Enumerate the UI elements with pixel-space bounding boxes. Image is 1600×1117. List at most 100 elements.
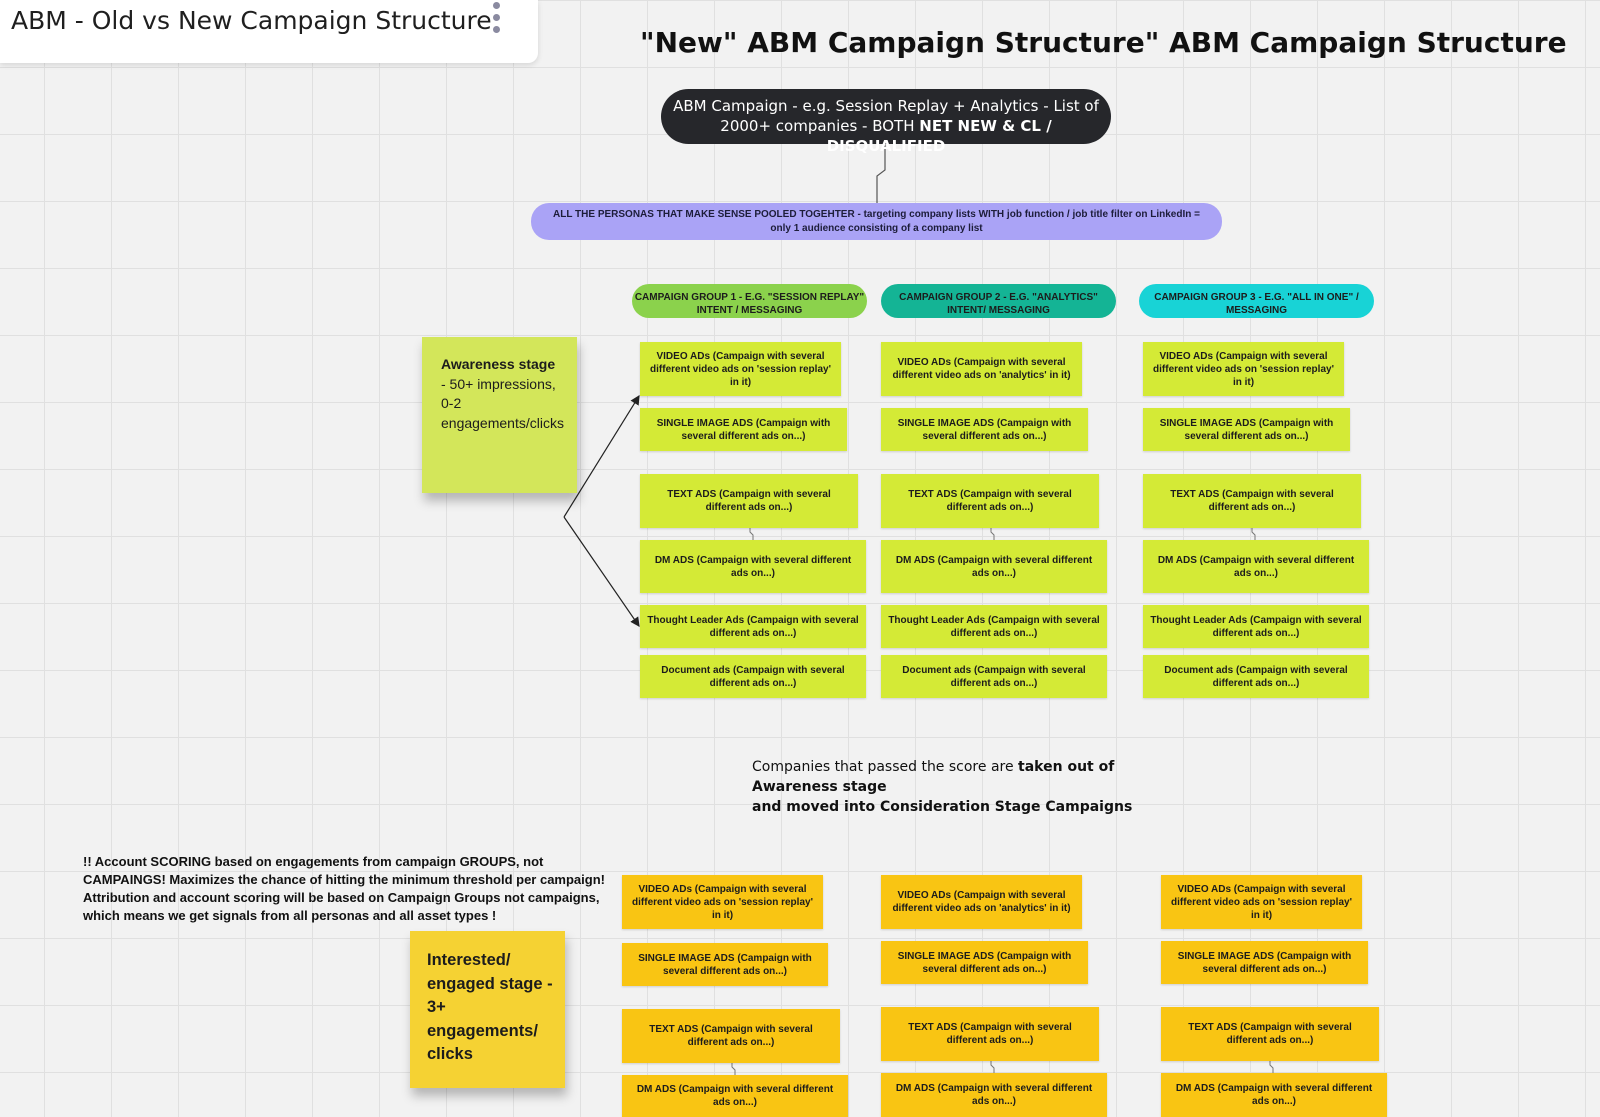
card-text: Thought Leader Ads (Campaign with severa… (888, 614, 1100, 639)
card-text: SINGLE IMAGE ADS (Campaign with several … (656, 417, 831, 442)
arrow-to-video-ads (563, 394, 640, 518)
card-text: TEXT ADS (Campaign with several differen… (667, 489, 831, 513)
awareness-stage-detail: - 50+ impressions, 0-2 engagements/click… (441, 375, 564, 431)
awareness-g2-text-ads-card[interactable]: TEXT ADS (Campaign with several differen… (881, 474, 1099, 528)
board-name[interactable]: ABM - Old vs New Campaign Structure (11, 6, 492, 35)
card-text: VIDEO ADs (Campaign with several differe… (892, 890, 1071, 914)
interested-g3-single-image-ads-card[interactable]: SINGLE IMAGE ADS (Campaign with several … (1161, 941, 1368, 984)
card-text: SINGLE IMAGE ADS (Campaign with several … (1177, 950, 1352, 975)
connector-text-to-dm-2 (990, 528, 995, 540)
connector-text-to-dm-3 (1251, 528, 1256, 540)
card-text: DM ADS (Campaign with several different … (1175, 1083, 1373, 1107)
awareness-g1-document-ads-card[interactable]: Document ads (Campaign with several diff… (640, 655, 866, 698)
card-text: VIDEO ADs (Campaign with several differe… (1171, 883, 1352, 921)
card-text: TEXT ADS (Campaign with several differen… (1170, 489, 1334, 513)
awareness-stage-title: Awareness stage (441, 356, 556, 372)
connector-int-text-to-dm-3 (1269, 1061, 1274, 1073)
abm-campaign-line2-bold: NET NEW & CL / DISQUALIFIED (826, 117, 1052, 155)
awareness-g1-video-ads-card[interactable]: VIDEO ADs (Campaign with several differe… (640, 342, 841, 396)
campaign-group-2-label: CAMPAIGN GROUP 2 - E.G. "ANALYTICS" INTE… (899, 292, 1098, 316)
card-text: TEXT ADS (Campaign with several differen… (1188, 1022, 1352, 1046)
connector-int-text-to-dm-1 (731, 1063, 736, 1075)
card-text: SINGLE IMAGE ADS (Campaign with several … (897, 950, 1072, 975)
card-text: DM ADS (Campaign with several different … (895, 1083, 1093, 1107)
awareness-g3-dm-ads-card[interactable]: DM ADS (Campaign with several different … (1143, 540, 1369, 593)
card-text: VIDEO ADs (Campaign with several differe… (632, 883, 813, 921)
abm-campaign-line2-plain: 2000+ companies - BOTH (720, 117, 920, 135)
awareness-g3-thought-leader-ads-card[interactable]: Thought Leader Ads (Campaign with severa… (1143, 605, 1369, 648)
interested-g1-dm-ads-card[interactable]: DM ADS (Campaign with several different … (622, 1075, 848, 1117)
interested-g2-text-ads-card[interactable]: TEXT ADS (Campaign with several differen… (881, 1007, 1099, 1061)
card-text: SINGLE IMAGE ADS (Campaign with several … (638, 952, 812, 977)
interested-g1-video-ads-card[interactable]: VIDEO ADs (Campaign with several differe… (622, 875, 823, 929)
card-text: DM ADS (Campaign with several different … (636, 1084, 834, 1108)
abm-campaign-line1: ABM Campaign - e.g. Session Replay + Ana… (673, 97, 1099, 115)
card-text: Document ads (Campaign with several diff… (1164, 664, 1348, 689)
card-text: TEXT ADS (Campaign with several differen… (908, 489, 1072, 513)
card-text: SINGLE IMAGE ADS (Campaign with several … (1159, 417, 1334, 442)
card-text: TEXT ADS (Campaign with several differen… (908, 1022, 1072, 1046)
interested-stage-sticky[interactable]: Interested/ engaged stage - 3+ engagemen… (410, 931, 565, 1088)
scoring-note-line: !! Account SCORING based on engagements … (83, 854, 544, 869)
arrow-to-thought-leader-ads (563, 516, 640, 627)
awareness-g2-video-ads-card[interactable]: VIDEO ADs (Campaign with several differe… (881, 342, 1082, 396)
campaign-group-1-header[interactable]: CAMPAIGN GROUP 1 - E.G. "SESSION REPLAY"… (632, 284, 867, 318)
card-text: TEXT ADS (Campaign with several differen… (649, 1024, 813, 1048)
interested-g3-dm-ads-card[interactable]: DM ADS (Campaign with several different … (1161, 1073, 1387, 1117)
awareness-g3-video-ads-card[interactable]: VIDEO ADs (Campaign with several differe… (1143, 342, 1344, 396)
personas-line2: only 1 audience consisting of a company … (770, 223, 983, 234)
interested-g2-dm-ads-card[interactable]: DM ADS (Campaign with several different … (881, 1073, 1107, 1117)
personas-line1: ALL THE PERSONAS THAT MAKE SENSE POOLED … (553, 209, 1200, 220)
awareness-g1-text-ads-card[interactable]: TEXT ADS (Campaign with several differen… (640, 474, 858, 528)
moved-note-plain: Companies that passed the score are (752, 759, 1019, 775)
campaign-group-3-label: CAMPAIGN GROUP 3 - E.G. "ALL IN ONE" / M… (1154, 292, 1359, 316)
awareness-g1-dm-ads-card[interactable]: DM ADS (Campaign with several different … (640, 540, 866, 593)
interested-g2-video-ads-card[interactable]: VIDEO ADs (Campaign with several differe… (881, 875, 1082, 929)
awareness-g3-single-image-ads-card[interactable]: SINGLE IMAGE ADS (Campaign with several … (1143, 408, 1350, 451)
card-text: DM ADS (Campaign with several different … (895, 554, 1093, 579)
interested-g1-text-ads-card[interactable]: TEXT ADS (Campaign with several differen… (622, 1009, 840, 1063)
account-scoring-note: !! Account SCORING based on engagements … (83, 853, 623, 925)
card-text: SINGLE IMAGE ADS (Campaign with several … (897, 417, 1072, 442)
awareness-g3-document-ads-card[interactable]: Document ads (Campaign with several diff… (1143, 655, 1369, 698)
more-options-icon[interactable] (490, 2, 502, 40)
interested-stage-text: Interested/ engaged stage - 3+ engagemen… (427, 951, 553, 1063)
card-text: VIDEO ADs (Campaign with several differe… (1153, 350, 1334, 388)
interested-g3-text-ads-card[interactable]: TEXT ADS (Campaign with several differen… (1161, 1007, 1379, 1061)
abm-campaign-node[interactable]: ABM Campaign - e.g. Session Replay + Ana… (661, 89, 1111, 155)
card-text: DM ADS (Campaign with several different … (1157, 554, 1355, 579)
card-text: DM ADS (Campaign with several different … (654, 554, 852, 579)
card-text: Document ads (Campaign with several diff… (902, 664, 1086, 689)
interested-g1-single-image-ads-card[interactable]: SINGLE IMAGE ADS (Campaign with several … (622, 943, 828, 986)
awareness-g1-single-image-ads-card[interactable]: SINGLE IMAGE ADS (Campaign with several … (640, 408, 847, 451)
card-text: VIDEO ADs (Campaign with several differe… (650, 350, 831, 388)
card-text: VIDEO ADs (Campaign with several differe… (892, 357, 1071, 381)
card-text: Thought Leader Ads (Campaign with severa… (1150, 614, 1362, 639)
scoring-note-line: Attribution and account scoring will be … (83, 890, 600, 905)
card-text: Thought Leader Ads (Campaign with severa… (647, 614, 859, 639)
awareness-g2-thought-leader-ads-card[interactable]: Thought Leader Ads (Campaign with severa… (881, 605, 1107, 648)
page-title: "New" ABM Campaign Structure" ABM Campai… (640, 26, 1567, 59)
card-text: Document ads (Campaign with several diff… (661, 664, 845, 689)
awareness-g2-document-ads-card[interactable]: Document ads (Campaign with several diff… (881, 655, 1107, 698)
connector-top-to-personas (876, 144, 886, 203)
awareness-stage-sticky[interactable]: Awareness stage - 50+ impressions, 0-2 e… (422, 337, 577, 493)
moved-note-bold2: and moved into Consideration Stage Campa… (752, 799, 1133, 815)
campaign-group-1-label: CAMPAIGN GROUP 1 - E.G. "SESSION REPLAY"… (634, 292, 865, 316)
campaign-group-3-header[interactable]: CAMPAIGN GROUP 3 - E.G. "ALL IN ONE" / M… (1139, 284, 1374, 318)
moved-note-bold1: taken out of Awareness stage (752, 759, 1115, 795)
scoring-note-line: CAMPAINGS! Maximizes the chance of hitti… (83, 872, 605, 887)
connector-int-text-to-dm-2 (990, 1061, 995, 1073)
scoring-note-line: which means we get signals from all pers… (83, 908, 497, 923)
awareness-g3-text-ads-card[interactable]: TEXT ADS (Campaign with several differen… (1143, 474, 1361, 528)
interested-g2-single-image-ads-card[interactable]: SINGLE IMAGE ADS (Campaign with several … (881, 941, 1088, 984)
awareness-g1-thought-leader-ads-card[interactable]: Thought Leader Ads (Campaign with severa… (640, 605, 866, 648)
awareness-g2-single-image-ads-card[interactable]: SINGLE IMAGE ADS (Campaign with several … (881, 408, 1088, 451)
moved-to-consideration-note: Companies that passed the score are take… (752, 757, 1172, 817)
board-header: ABM - Old vs New Campaign Structure (0, 0, 538, 63)
awareness-g2-dm-ads-card[interactable]: DM ADS (Campaign with several different … (881, 540, 1107, 593)
interested-g3-video-ads-card[interactable]: VIDEO ADs (Campaign with several differe… (1161, 875, 1362, 929)
personas-node[interactable]: ALL THE PERSONAS THAT MAKE SENSE POOLED … (531, 203, 1222, 240)
campaign-group-2-header[interactable]: CAMPAIGN GROUP 2 - E.G. "ANALYTICS" INTE… (881, 284, 1116, 318)
